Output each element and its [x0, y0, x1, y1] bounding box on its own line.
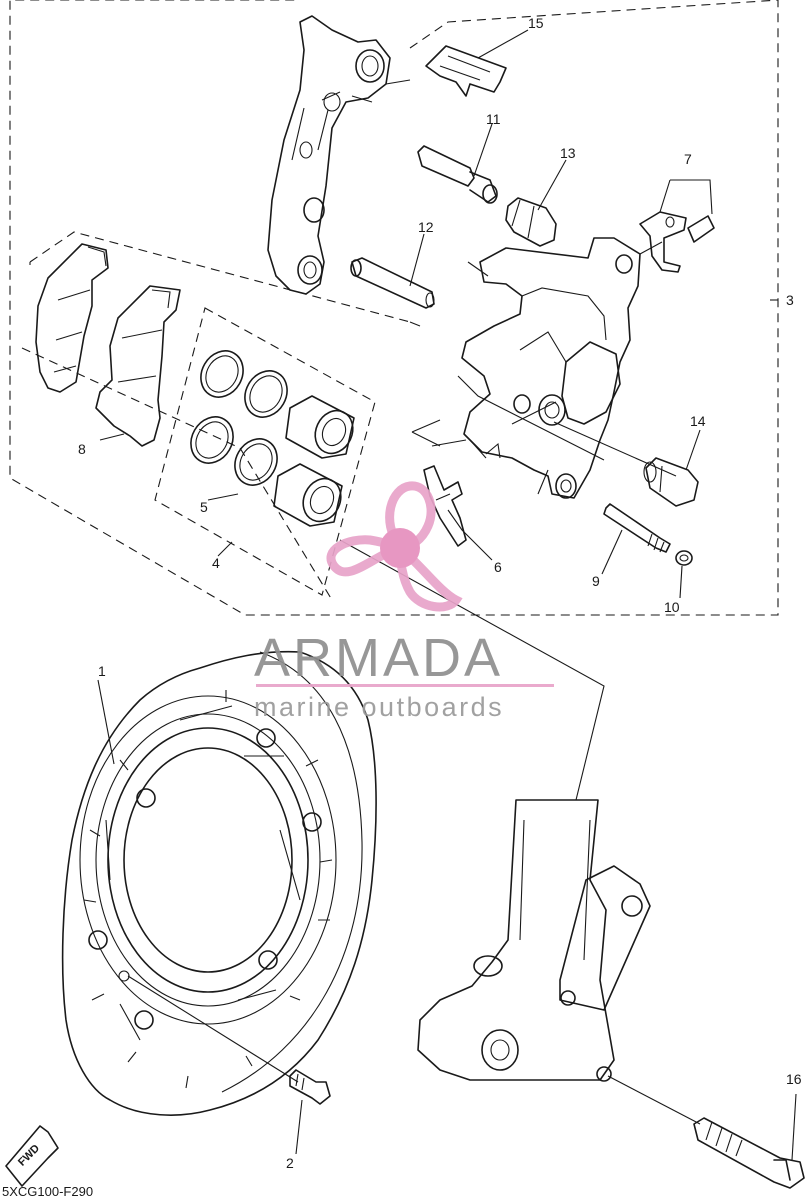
callout-7: 7 — [684, 151, 692, 167]
caliper-bracket — [267, 15, 391, 295]
callout-1: 1 — [98, 663, 106, 679]
callout-12: 12 — [418, 219, 434, 235]
watermark-subtitle: marine outboards — [254, 692, 504, 722]
caliper-pistons — [273, 395, 355, 527]
brake-pad-front — [35, 243, 109, 393]
assembly-3-boundary — [9, 0, 779, 616]
callout-11: 11 — [486, 111, 501, 127]
part-code: 5XCG100-F290 — [2, 1184, 93, 1199]
leader-lines — [97, 29, 797, 1161]
caliper-bolt-9 — [603, 503, 671, 553]
callout-6: 6 — [494, 559, 502, 575]
fwd-arrow-icon: FWD — [5, 1125, 59, 1187]
fork-leg — [417, 799, 651, 1082]
slide-boot — [505, 197, 557, 247]
callout-14: 14 — [690, 413, 706, 429]
callout-15: 15 — [528, 15, 544, 31]
callout-3: 3 — [786, 292, 794, 308]
bleed-bracket — [639, 211, 715, 273]
axle-bolt-16 — [693, 1117, 805, 1189]
brake-pad-rear — [95, 285, 181, 447]
slide-pin — [350, 257, 435, 309]
fwd-label: FWD — [16, 1142, 42, 1168]
caliper-seals — [190, 350, 288, 486]
watermark-title: ARMADA — [254, 628, 503, 688]
caliper-bolt-14 — [643, 457, 699, 507]
armada-watermark: ARMADA marine outboards — [254, 481, 554, 722]
pad-pin — [417, 145, 498, 204]
callout-2: 2 — [286, 1155, 294, 1171]
seal-kit-outline — [154, 307, 376, 596]
watermark-underline — [256, 684, 554, 687]
disc-screw — [289, 1069, 331, 1105]
callout-4: 4 — [212, 555, 220, 571]
callout-5: 5 — [200, 499, 208, 515]
pad-retaining-clip — [423, 465, 467, 547]
callout-9: 9 — [592, 573, 600, 589]
pad-spring — [425, 45, 507, 97]
washer-10 — [675, 550, 693, 566]
callout-numbers: 1 2 3 4 5 6 7 8 9 10 11 12 13 14 15 16 — [78, 15, 802, 1171]
brake-disc — [61, 650, 377, 1116]
caliper-body — [461, 237, 641, 499]
armada-propeller-logo — [326, 481, 463, 612]
callout-16: 16 — [786, 1071, 802, 1087]
callout-13: 13 — [560, 145, 576, 161]
callout-10: 10 — [664, 599, 680, 615]
callout-8: 8 — [78, 441, 86, 457]
